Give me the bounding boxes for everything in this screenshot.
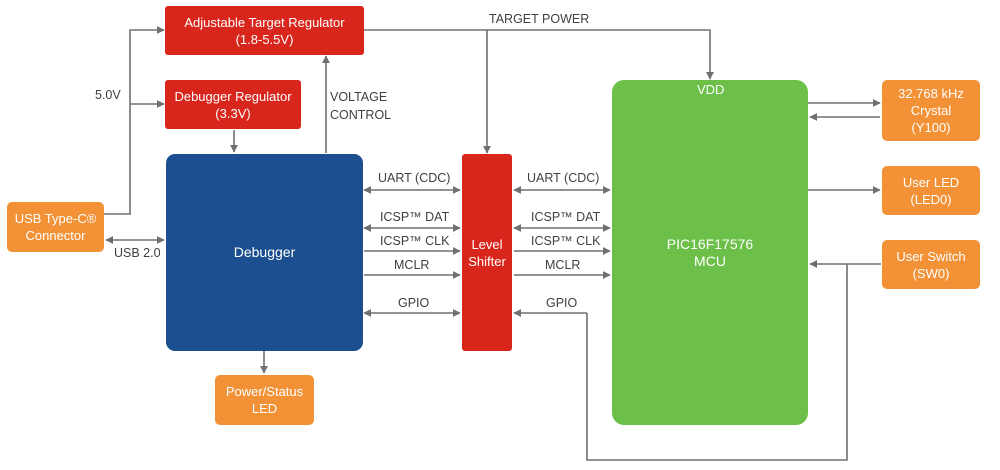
- label-usb20: USB 2.0: [114, 246, 161, 260]
- adjustable-target-regulator: Adjustable Target Regulator (1.8-5.5V): [165, 6, 364, 55]
- level-shifter-block: Level Shifter: [462, 154, 512, 351]
- debugger-regulator: Debugger Regulator (3.3V): [165, 80, 301, 129]
- usb-type-c-connector: USB Type-C® Connector: [7, 202, 104, 252]
- mcu-vdd-pin-label: VDD: [697, 82, 725, 97]
- mcu-block: PIC16F17576 MCU: [612, 80, 808, 425]
- line-usb-to-adj-reg: [104, 26, 165, 215]
- label-icsp-dat-right: ICSP™ DAT: [531, 210, 601, 224]
- label-uart-right: UART (CDC): [527, 171, 600, 185]
- label-gpio-left: GPIO: [398, 296, 430, 310]
- line-gpio-loop: [586, 264, 848, 461]
- power-status-led: Power/Status LED: [215, 375, 314, 425]
- label-mclr-left: MCLR: [394, 258, 430, 272]
- label-icsp-clk-right: ICSP™ CLK: [531, 234, 601, 248]
- label-mclr-right: MCLR: [545, 258, 581, 272]
- label-control: CONTROL: [330, 108, 392, 122]
- label-icsp-clk-left: ICSP™ CLK: [380, 234, 450, 248]
- label-voltage: VOLTAGE: [330, 90, 388, 104]
- label-uart-left: UART (CDC): [378, 171, 451, 185]
- label-gpio-right: GPIO: [546, 296, 578, 310]
- debugger-block: Debugger: [166, 154, 363, 351]
- line-target-power: [364, 29, 714, 80]
- label-icsp-dat-left: ICSP™ DAT: [380, 210, 450, 224]
- label-5v: 5.0V: [95, 88, 121, 102]
- crystal-block: 32.768 kHz Crystal (Y100): [882, 80, 980, 141]
- user-switch-block: User Switch (SW0): [882, 240, 980, 289]
- label-target-power: TARGET POWER: [489, 12, 590, 26]
- user-led-block: User LED (LED0): [882, 166, 980, 215]
